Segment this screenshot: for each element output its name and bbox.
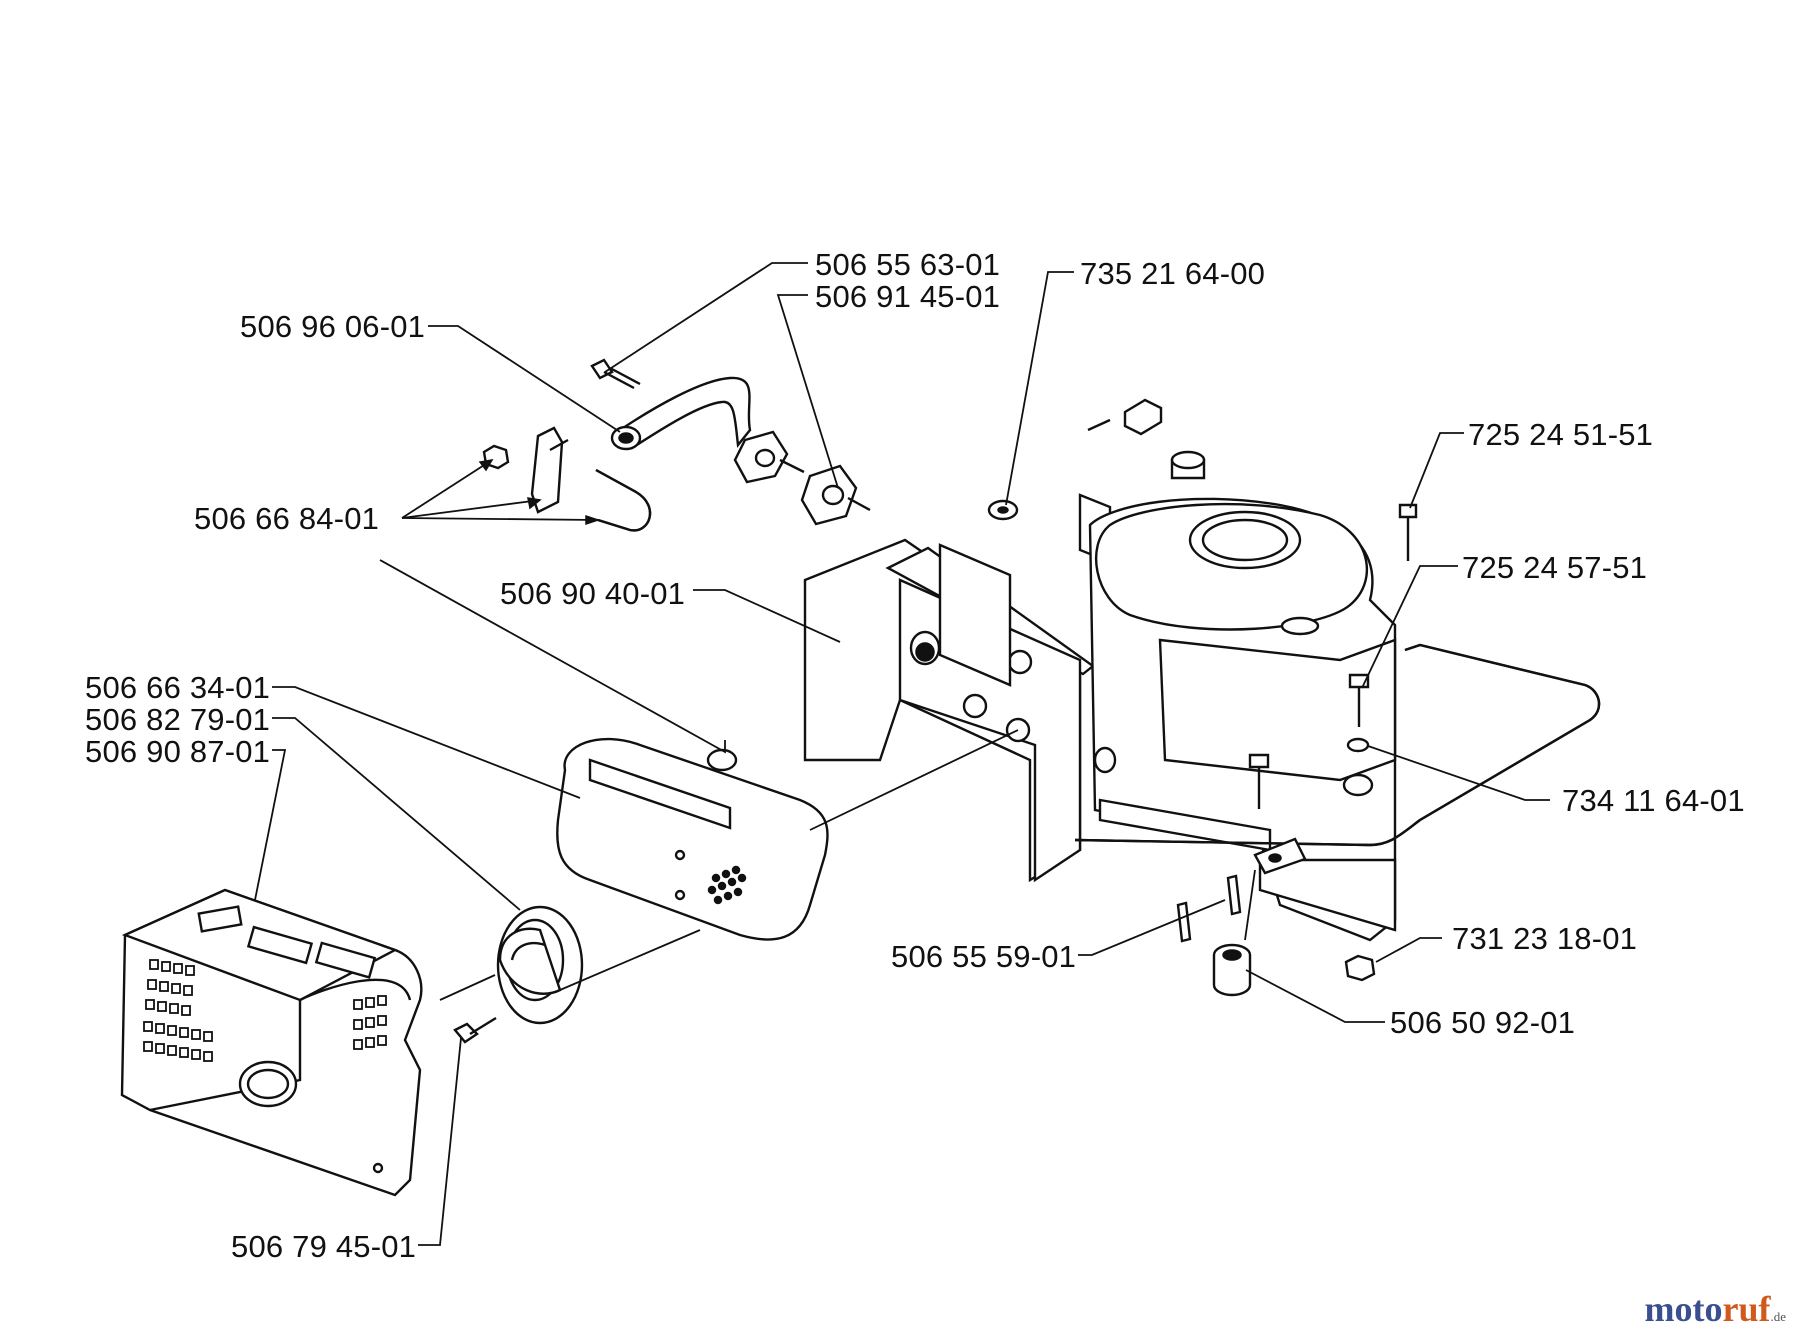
part-label-731-23-18-01: 731 23 18-01 bbox=[1452, 921, 1638, 956]
muffler-drawing bbox=[556, 737, 829, 941]
part-label-506-79-45-01: 506 79 45-01 bbox=[231, 1229, 417, 1264]
part-label-506-66-84-01: 506 66 84-01 bbox=[194, 501, 380, 536]
watermark-tld: .de bbox=[1770, 1309, 1786, 1324]
guard-vent-slots bbox=[143, 959, 387, 1062]
part-label-725-24-57-51: 725 24 57-51 bbox=[1462, 550, 1648, 585]
part-label-506-66-34-01: 506 66 34-01 bbox=[85, 670, 271, 705]
watermark-logo: motoruf.de bbox=[1644, 1288, 1786, 1330]
part-label-506-90-87-01: 506 90 87-01 bbox=[85, 734, 271, 769]
screw-drawing bbox=[453, 1016, 497, 1044]
watermark-name-b: ruf bbox=[1722, 1289, 1771, 1329]
part-label-506-55-59-01: 506 55 59-01 bbox=[891, 939, 1077, 974]
part-label-506-82-79-01: 506 82 79-01 bbox=[85, 702, 271, 737]
muffler-guard-drawing bbox=[120, 888, 423, 1197]
part-label-506-91-45-01: 506 91 45-01 bbox=[815, 279, 1001, 314]
part-label-506-96-06-01: 506 96 06-01 bbox=[240, 309, 426, 344]
part-label-506-90-40-01: 506 90 40-01 bbox=[500, 576, 686, 611]
part-label-506-50-92-01: 506 50 92-01 bbox=[1390, 1005, 1576, 1040]
engine-and-mount-drawing bbox=[803, 398, 1601, 997]
muffler-vent-holes bbox=[707, 865, 747, 905]
part-label-735-21-64-00: 735 21 64-00 bbox=[1080, 256, 1266, 291]
exhaust-pipe-drawing bbox=[482, 358, 871, 532]
spark-arrester-drawing bbox=[496, 905, 584, 1025]
part-label-734-11-64-01: 734 11 64-01 bbox=[1562, 783, 1745, 818]
leader-lines bbox=[254, 262, 1550, 1246]
watermark-name-a: moto bbox=[1644, 1289, 1723, 1329]
part-label-725-24-51-51: 725 24 51-51 bbox=[1468, 417, 1654, 452]
part-label-506-55-63-01: 506 55 63-01 bbox=[815, 247, 1001, 282]
